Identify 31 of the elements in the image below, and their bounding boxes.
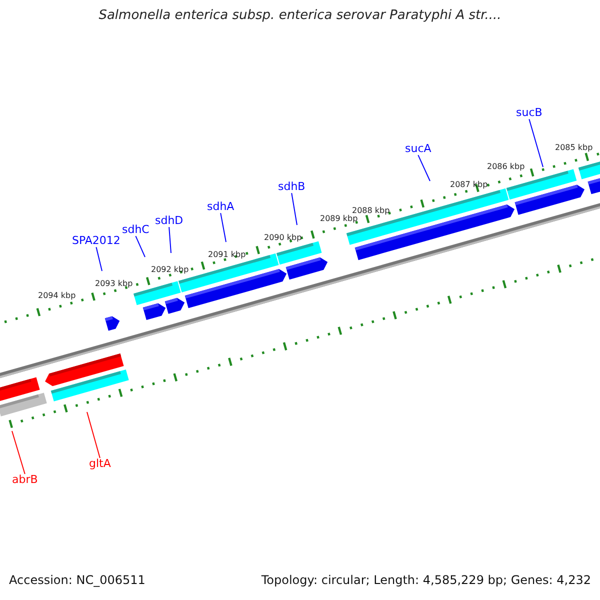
scale-label: 2087 kbp — [450, 181, 488, 190]
leader-line — [86, 412, 100, 458]
leader-line — [291, 192, 298, 226]
accession-note: Accession: NC_006511 — [9, 574, 146, 588]
leader-line — [168, 226, 172, 254]
gene-label: sdhC — [122, 224, 150, 236]
scale-label: 2094 kbp — [38, 292, 76, 301]
leader-line — [418, 154, 430, 182]
leader-line — [12, 430, 26, 474]
scale-label: 2086 kbp — [487, 163, 525, 172]
gene-label: sucB — [516, 107, 542, 120]
scale-label: 2091 kbp — [208, 251, 246, 260]
gene-label: sucA — [405, 143, 432, 156]
gene-label: abrB — [12, 474, 38, 486]
scale-label: 2085 kbp — [555, 144, 593, 153]
leader-line — [220, 212, 226, 242]
scale-label: 2092 kbp — [151, 266, 189, 275]
scale-label: 2090 kbp — [264, 234, 302, 243]
scale-label: 2088 kbp — [352, 207, 390, 215]
scale-label: 2089 kbp — [320, 215, 358, 224]
gene-label: sdhA — [207, 201, 234, 214]
scale-label: 2093 kbp — [95, 280, 133, 289]
genome-info-note: Topology: circular; Length: 4,585,229 bp; Genes: 4,232 — [261, 574, 591, 588]
leader-line — [96, 246, 102, 272]
gene-label: sdhB — [278, 181, 306, 194]
gene-label: gltA — [89, 458, 111, 470]
gene-label: SPA2012 — [72, 235, 120, 248]
leader-line — [135, 236, 146, 258]
leader-line — [528, 118, 544, 168]
map-title: Salmonella enterica subsp. enterica serovar Paratyphi A str.... — [98, 9, 502, 24]
gene-label: sdhD — [155, 215, 184, 228]
